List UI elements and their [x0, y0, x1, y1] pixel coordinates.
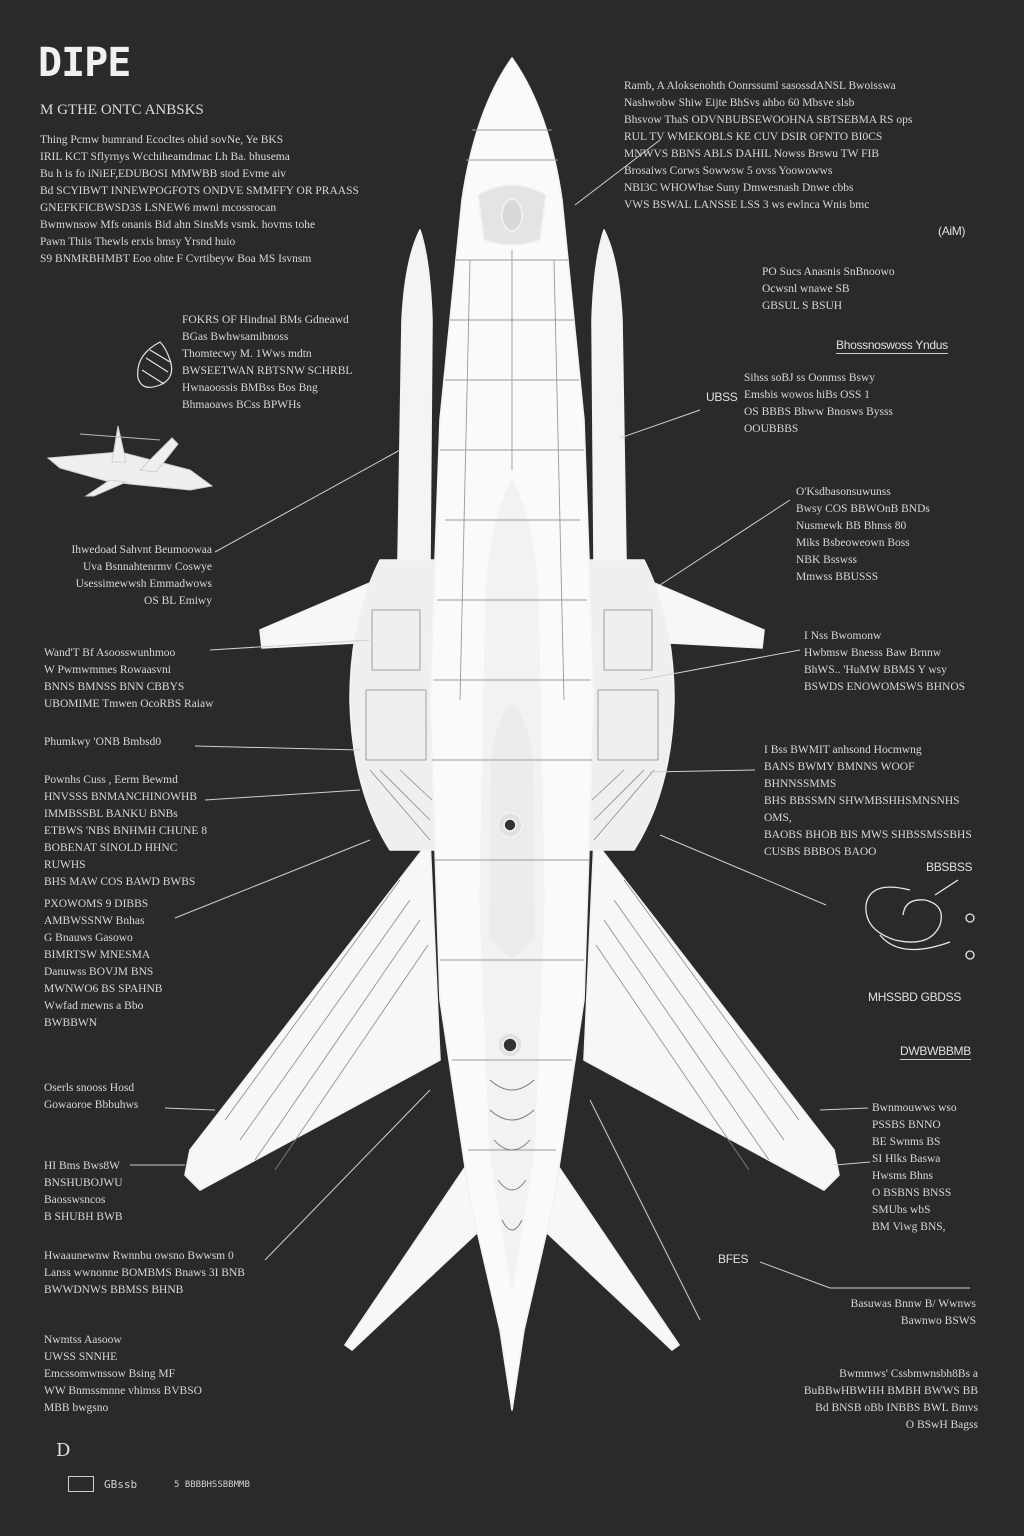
- note-left-9: Nwmtss Aasoow UWSS SNNHE Emcssomwnssow B…: [44, 1334, 202, 1414]
- tag-ubss: UBSS: [706, 390, 738, 404]
- tag-bbsbss: BBSBSS: [926, 860, 973, 874]
- note-left-7: HI Bms Bws8W BNSHUBOJWU Baosswsncos B SH…: [44, 1160, 123, 1223]
- left-tail-fin: [344, 1159, 481, 1351]
- right-nacelle: [583, 559, 675, 851]
- footer-box: [68, 1476, 94, 1492]
- tag-aim: (AiM): [938, 224, 966, 238]
- note-left-1: Ihwedoad Sahvnt Beumoowaa Uva Bsnnahtenr…: [71, 544, 212, 607]
- footer-left-label: GBssb: [104, 1478, 138, 1491]
- note-left-5: PXOWOMS 9 DIBBS AMBWSSNW Bnhas G Bnauws …: [44, 898, 163, 1029]
- note-right-9: Bwmmws' Cssbmwnsbh8Bs a BuBBwHBWHH BMBH …: [803, 1368, 978, 1431]
- tag-dw: DWBWBBMB: [900, 1044, 971, 1060]
- note-right-3: Sihss soBJ ss Oonmss Bswy Emsbis wowos h…: [744, 372, 893, 435]
- note-top-right: Ramb, A Aloksenohth Oonrssuml sasossdANS…: [624, 80, 913, 211]
- note-right-5: I Nss Bwomonw Hwbmsw Bnesss Baw Brnnw Bh…: [804, 630, 966, 693]
- note-left-8: Hwaaunewnw Rwnnbu owsno Bwwsm 0 Lanss ww…: [44, 1250, 245, 1296]
- left-nacelle: [349, 559, 441, 851]
- right-booster: [591, 229, 627, 561]
- right-wing: [583, 839, 840, 1191]
- poster-title: DIPE: [38, 40, 131, 86]
- note-left-2: Wand'T Bf Asoosswunhmoo W Pwmwmmes Rowaa…: [44, 647, 214, 710]
- note-right-6: I Bss BWMIT anhsond Hocmwng BANS BWMY BM…: [764, 744, 972, 858]
- note-left-6: Oserls snooss Hosd Gowaoroe Bbbuhws: [44, 1082, 139, 1111]
- right-tail-fin: [543, 1159, 680, 1351]
- note-left-3: Phumkwy 'ONB Bmbsd0: [44, 736, 162, 748]
- tag-bfes: BFES: [718, 1252, 749, 1266]
- left-wing: [184, 839, 441, 1191]
- footer-mark: D: [56, 1440, 71, 1461]
- leader-lines: [130, 139, 970, 1321]
- tag-right-2: Bhossnoswoss Yndus: [836, 338, 948, 354]
- note-left-4: Pownhs Cuss , Eerm Bewmd HNVSSS BNMANCHI…: [44, 774, 208, 888]
- sketch-helix-icon: [137, 341, 173, 388]
- footer-right-label: 5 BBBBHSSBBMMB: [174, 1480, 250, 1490]
- tag-mhssbd: MHSSBD GBDSS: [868, 990, 962, 1004]
- note-top-left: Thing Pcmw bumrand Ecocltes ohid sovNe, …: [40, 134, 359, 265]
- note-right-7: Bwnmouwws wso PSSBS BNNO BE Swnms BS SI …: [872, 1102, 957, 1233]
- note-left-mid: FOKRS OF Hindnal BMs Gdneawd BGas Bwhwsa…: [182, 314, 353, 411]
- poster-subtitle: M GTHE ONTC ANBSKS: [40, 102, 204, 118]
- note-right-8: Basuwas Bnnw B/ Wwnws Bawnwo BSWS: [850, 1298, 976, 1327]
- sketch-spiral-icon: [865, 879, 975, 960]
- left-booster: [397, 229, 433, 561]
- side-view-aircraft-icon: [46, 425, 214, 497]
- note-right-4: O'Ksdbasonsuwunss Bwsy COS BBWOnB BNDs N…: [796, 486, 930, 583]
- note-right-1: PO Sucs Anasnis SnBnoowo Ocwsnl wnawe SB…: [762, 266, 895, 312]
